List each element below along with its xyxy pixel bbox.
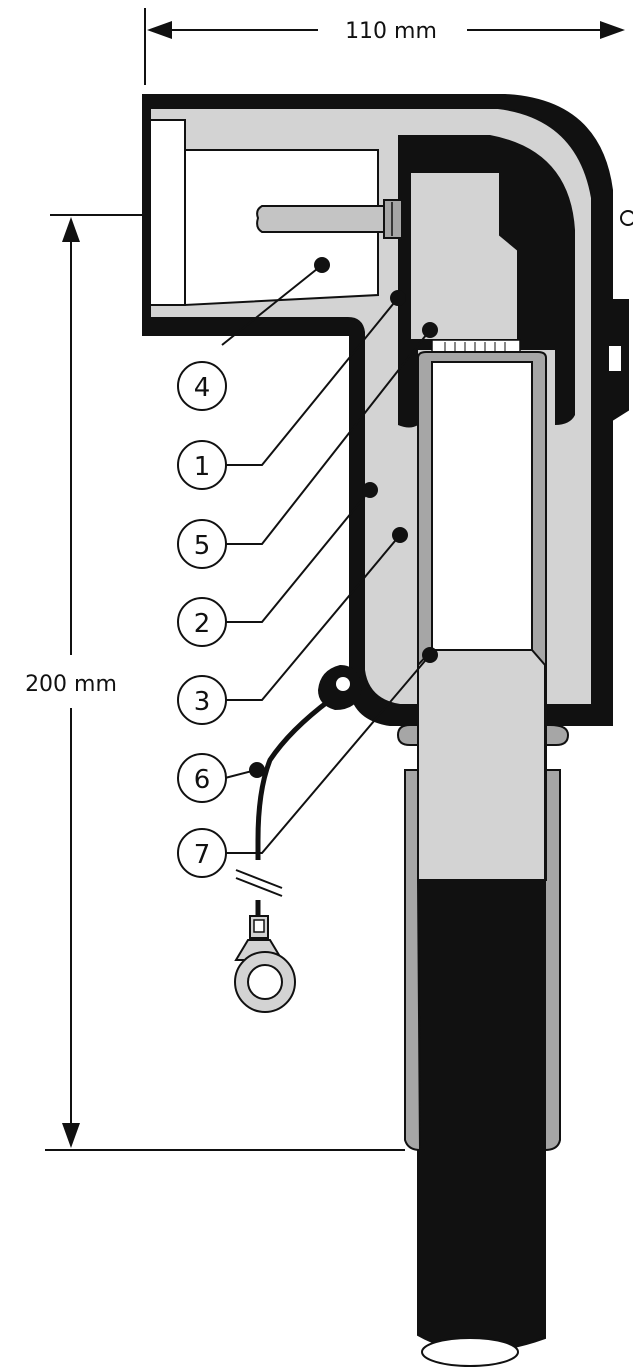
- callout-6: 6: [177, 753, 227, 803]
- cable: [417, 879, 546, 1367]
- callout-5: 5: [177, 519, 227, 569]
- callout-5-label: 5: [194, 531, 211, 561]
- height-dimension-label: 200 mm: [25, 672, 117, 697]
- leader-lines: [221, 257, 438, 854]
- height-dimension: 200 mm: [25, 214, 405, 1151]
- callout-4: 4: [177, 361, 227, 411]
- width-dimension-label: 110 mm: [345, 19, 437, 44]
- callout-1-label: 1: [194, 452, 211, 482]
- callout-2-label: 2: [194, 609, 211, 639]
- callout-7-label: 7: [194, 840, 211, 870]
- callout-1: 1: [177, 440, 227, 490]
- callout-2: 2: [177, 597, 227, 647]
- callout-3: 3: [177, 675, 227, 725]
- cable-insulation: [417, 351, 547, 881]
- callout-4-label: 4: [194, 373, 211, 403]
- callout-6-label: 6: [194, 765, 211, 795]
- width-dimension: 110 mm: [144, 8, 625, 85]
- callout-3-label: 3: [194, 687, 211, 717]
- earth-wire: [234, 665, 362, 1013]
- connector-pin: [256, 199, 403, 239]
- callout-7: 7: [177, 828, 227, 878]
